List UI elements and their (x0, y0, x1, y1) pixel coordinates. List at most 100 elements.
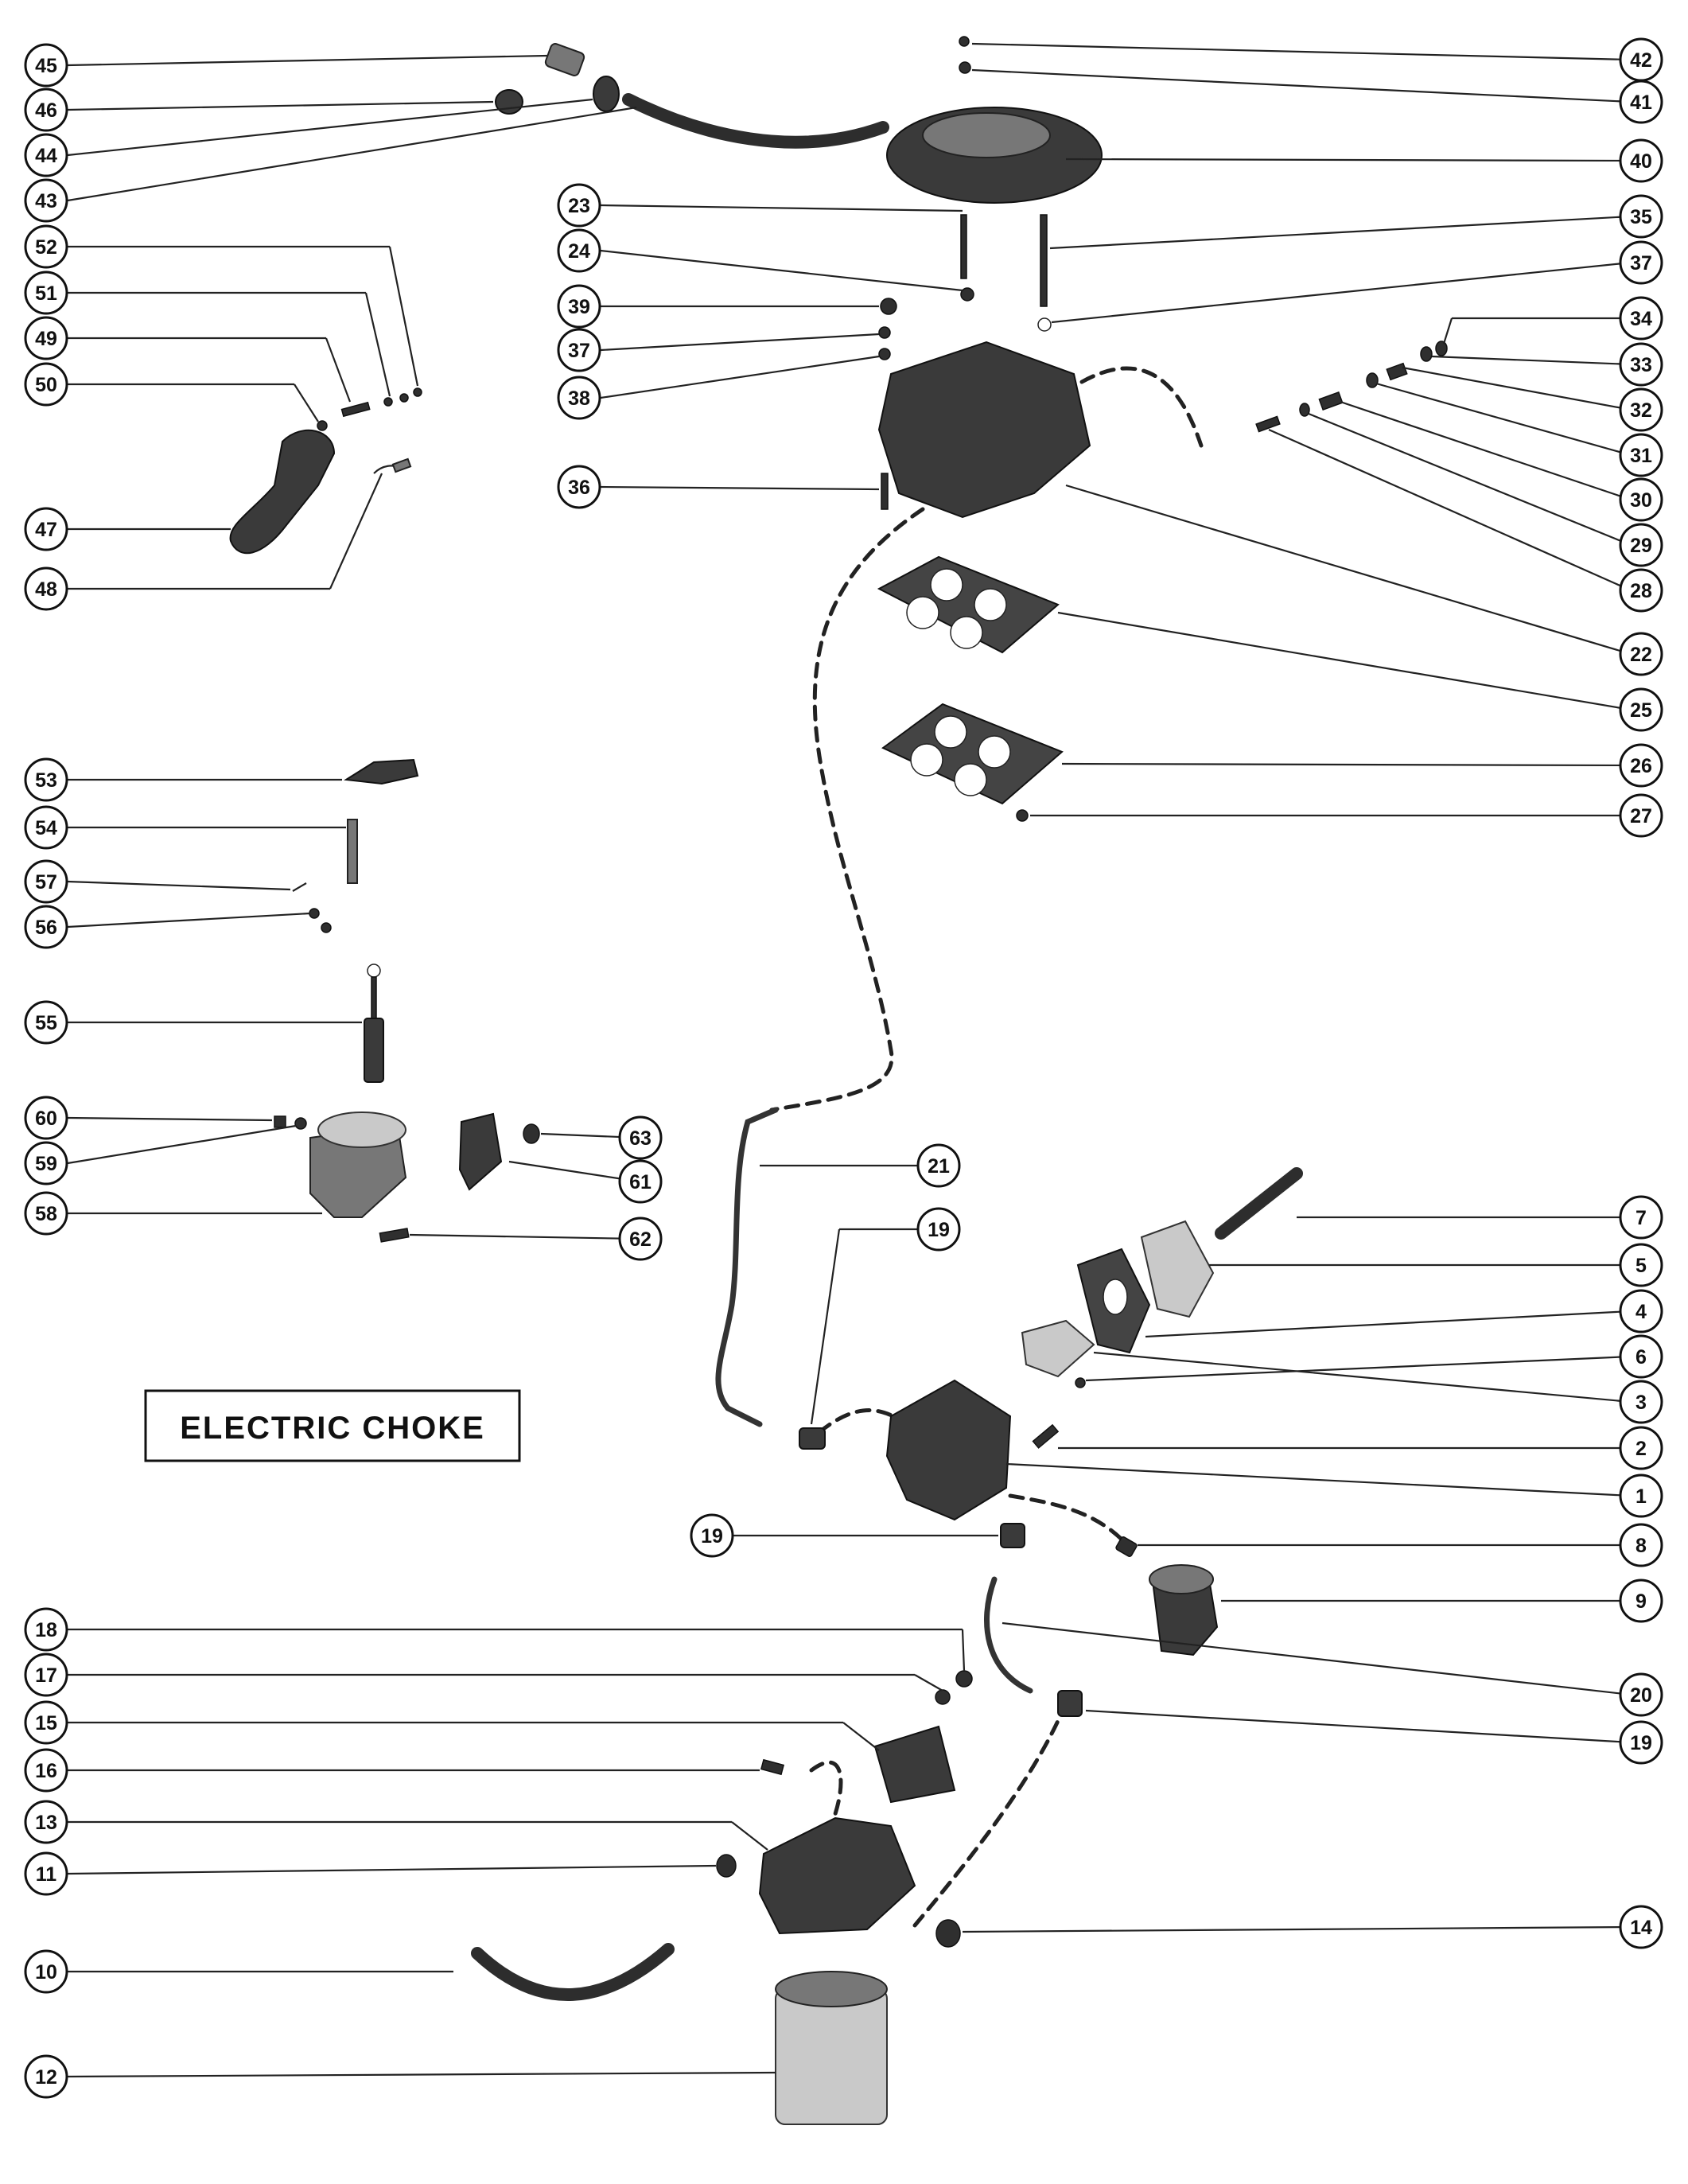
svg-text:3: 3 (1635, 1392, 1647, 1414)
part-14-plug (935, 1919, 961, 1948)
callout-63: 63 (618, 1115, 663, 1160)
part-28-screw (1255, 415, 1281, 433)
part-40-cover-top (922, 112, 1051, 158)
callout-8: 8 (1619, 1523, 1663, 1567)
part-32-lever (1386, 362, 1408, 381)
callout-49: 49 (24, 316, 68, 360)
svg-text:40: 40 (1630, 150, 1652, 173)
svg-text:38: 38 (568, 387, 590, 410)
part-34-nut (1435, 341, 1448, 356)
svg-text:24: 24 (568, 240, 590, 263)
svg-text:37: 37 (1630, 252, 1652, 274)
part-37-washer-left (878, 326, 891, 339)
callout-19-middle: 19 (690, 1513, 734, 1558)
part-60-nut (274, 1115, 286, 1128)
part-25-hole-1 (930, 568, 963, 601)
part-29-washer (1299, 403, 1310, 417)
callout-56: 56 (24, 905, 68, 949)
callout-12: 12 (24, 2054, 68, 2099)
svg-text:54: 54 (35, 817, 57, 839)
part-62-screw (379, 1228, 410, 1243)
svg-text:30: 30 (1630, 489, 1652, 512)
part-41-washer (959, 61, 971, 74)
svg-text:31: 31 (1630, 445, 1652, 467)
part-19-fitting-a (799, 1427, 826, 1450)
svg-text:8: 8 (1635, 1535, 1647, 1557)
part-12-canister-top (775, 1971, 888, 2007)
callout-19-bottom: 19 (1619, 1720, 1663, 1765)
callout-53: 53 (24, 757, 68, 802)
part-56-washer-b (321, 922, 332, 933)
part-25-hole-2 (974, 588, 1007, 621)
svg-text:20: 20 (1630, 1684, 1652, 1707)
svg-text:51: 51 (35, 282, 57, 305)
part-52-nut (413, 387, 422, 397)
callout-40: 40 (1619, 138, 1663, 183)
callout-37-right: 37 (1619, 240, 1663, 285)
part-61-bracket (458, 1112, 503, 1191)
part-19-fitting-b (1000, 1523, 1025, 1548)
callout-29: 29 (1619, 523, 1663, 567)
part-23-stud (960, 214, 967, 279)
part-9-filter-top (1149, 1564, 1214, 1594)
svg-text:52: 52 (35, 236, 57, 259)
svg-text:46: 46 (35, 99, 57, 122)
callout-23: 23 (557, 183, 601, 228)
svg-text:29: 29 (1630, 535, 1652, 557)
svg-text:2: 2 (1635, 1438, 1647, 1460)
callout-19-top: 19 (916, 1207, 961, 1252)
callout-52: 52 (24, 224, 68, 269)
fuel-line-path-lower (912, 1700, 1068, 1928)
callout-18: 18 (24, 1607, 68, 1652)
callout-24: 24 (557, 228, 601, 273)
svg-text:61: 61 (629, 1171, 651, 1193)
callout-9: 9 (1619, 1579, 1663, 1623)
svg-text:50: 50 (35, 374, 57, 396)
part-27-nut (1016, 809, 1029, 822)
callout-39: 39 (557, 284, 601, 329)
callout-61: 61 (618, 1159, 663, 1204)
part-26-hole-4 (954, 763, 987, 796)
callout-44: 44 (24, 133, 68, 177)
svg-text:1: 1 (1635, 1485, 1647, 1508)
svg-text:41: 41 (1630, 91, 1652, 114)
part-6-screw (1075, 1377, 1086, 1388)
callout-4: 4 (1619, 1289, 1663, 1333)
callout-3: 3 (1619, 1380, 1663, 1424)
callout-13: 13 (24, 1800, 68, 1844)
callout-bubbles: 45 46 44 43 52 51 49 50 47 48 53 54 57 5… (24, 37, 1663, 2099)
svg-text:56: 56 (35, 917, 57, 939)
svg-text:7: 7 (1635, 1207, 1647, 1229)
callout-14: 14 (1619, 1905, 1663, 1949)
part-26-hole-1 (934, 715, 967, 749)
svg-text:26: 26 (1630, 755, 1652, 777)
part-18-nut (955, 1670, 973, 1688)
part-4-plate-hole (1103, 1279, 1128, 1315)
svg-text:4: 4 (1635, 1301, 1647, 1323)
part-44-grommet (593, 76, 620, 112)
part-43-hose (622, 93, 889, 149)
svg-text:35: 35 (1630, 206, 1652, 228)
svg-text:15: 15 (35, 1712, 57, 1734)
svg-text:60: 60 (35, 1108, 57, 1130)
svg-text:32: 32 (1630, 399, 1652, 422)
callout-22: 22 (1619, 632, 1663, 676)
callout-11: 11 (24, 1851, 68, 1896)
callout-54: 54 (24, 805, 68, 850)
choke-wire-path-right (1079, 366, 1204, 448)
part-24-nut (960, 287, 974, 302)
electric-choke-label: ELECTRIC CHOKE (144, 1389, 521, 1462)
svg-text:34: 34 (1630, 308, 1652, 330)
callout-55: 55 (24, 1000, 68, 1045)
svg-text:62: 62 (629, 1228, 651, 1251)
svg-text:9: 9 (1635, 1590, 1647, 1613)
part-26-hole-3 (910, 743, 943, 777)
callout-28: 28 (1619, 568, 1663, 613)
svg-text:18: 18 (35, 1619, 57, 1641)
callout-31: 31 (1619, 433, 1663, 477)
svg-text:22: 22 (1630, 644, 1652, 666)
callout-26: 26 (1619, 743, 1663, 788)
svg-text:19: 19 (928, 1219, 950, 1241)
svg-text:16: 16 (35, 1760, 57, 1782)
svg-text:58: 58 (35, 1203, 57, 1225)
